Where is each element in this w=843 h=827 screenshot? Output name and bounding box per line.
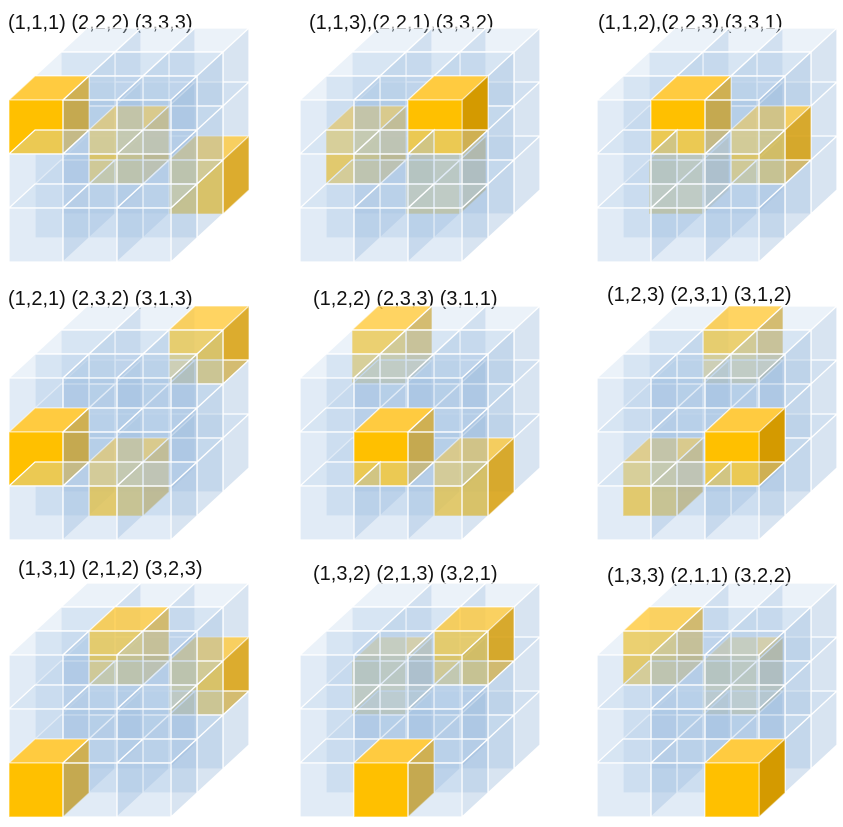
latin-cube xyxy=(298,320,538,550)
latin-cube xyxy=(298,597,538,827)
latin-cube xyxy=(7,597,247,827)
latin-cube xyxy=(7,320,247,550)
panel-label: (1,2,3) (2,3,1) (3,1,2) xyxy=(607,284,792,307)
latin-cube xyxy=(7,42,247,272)
latin-cube xyxy=(595,320,835,550)
latin-cube xyxy=(595,597,835,827)
latin-cube xyxy=(298,42,538,272)
latin-cube xyxy=(595,42,835,272)
panel-label: (1,3,1) (2,1,2) (3,2,3) xyxy=(18,558,203,581)
